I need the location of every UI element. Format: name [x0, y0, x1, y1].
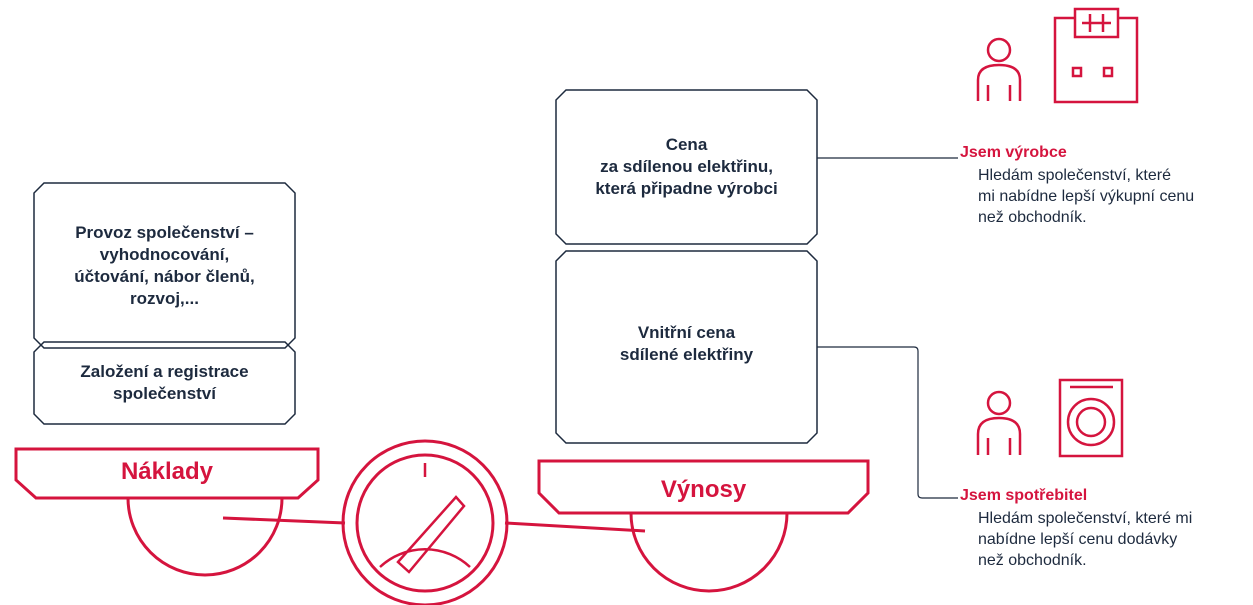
- box-vnitrni-text: Vnitřní cena sdílené elektřiny: [619, 322, 754, 364]
- left-pan-bowl: [126, 497, 284, 577]
- box-zalozeni-text: Založení a registrace společenství: [80, 362, 249, 403]
- box-cena-text: Cena za sdílenou elektřinu, která připad…: [595, 135, 778, 198]
- producer-title: Jsem výrobce: [960, 144, 1067, 161]
- consumer-title: Jsem spotřebitel: [960, 487, 1088, 504]
- label-naklady: Náklady: [120, 458, 214, 485]
- box-vnitrni-outline: [555, 250, 818, 444]
- box-provoz-text: Provoz společenství – vyhodnocování, účt…: [74, 222, 255, 308]
- house-icon: [1053, 7, 1139, 104]
- right-pan-tray: [537, 459, 870, 515]
- label-vynosy: Výnosy: [660, 476, 747, 503]
- scale-arm-left: [222, 516, 346, 525]
- scale-arm-right: [504, 521, 646, 533]
- person-icon: [976, 390, 1022, 455]
- consumer-description: Hledám společenství, které mi nabídne le…: [978, 510, 1193, 569]
- right-pan-bowl: [629, 512, 789, 593]
- left-pan-tray: [14, 447, 320, 500]
- washing-machine-icon: [1058, 378, 1124, 458]
- gauge-icon: [341, 439, 509, 605]
- connector-consumer: [817, 346, 958, 499]
- producer-description: Hledám společenství, které mi nabídne le…: [978, 167, 1195, 226]
- box-provoz-outline: [33, 182, 296, 349]
- box-cena-outline: [555, 89, 818, 245]
- person-icon: [976, 37, 1022, 101]
- box-zalozeni-outline: [33, 341, 296, 425]
